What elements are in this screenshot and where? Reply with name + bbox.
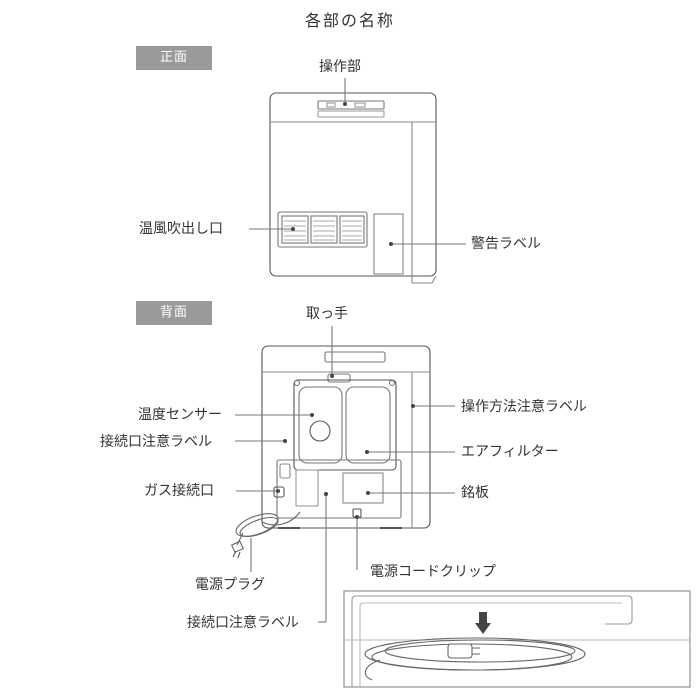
leader-dot-icon: [330, 374, 334, 378]
leader-dot-icon: [283, 439, 287, 443]
label-temperature-sensor: 温度センサー: [138, 407, 222, 423]
air-filter-shape: [293, 379, 397, 471]
power-cord-coil: [230, 511, 301, 559]
down-arrow-icon: [475, 612, 491, 634]
label-power-plug: 電源プラグ: [195, 577, 265, 593]
label-control-panel: 操作部: [319, 59, 361, 75]
leader-dot-icon: [365, 450, 369, 454]
section-tag-back: 背面: [136, 301, 212, 325]
temperature-sensor-shape: [309, 420, 331, 442]
rating-plate-shape: [342, 472, 384, 504]
page-title: 各部の名称: [304, 11, 395, 30]
back-heater-unit: [261, 345, 431, 529]
label-handle: 取っ手: [306, 306, 348, 322]
label-operation-caution-label: 操作方法注意ラベル: [461, 399, 587, 415]
front-heater-unit: [269, 92, 437, 284]
label-warning-label: 警告ラベル: [471, 236, 541, 252]
label-connection-caution-lower: 接続口注意ラベル: [187, 615, 299, 631]
leader-dot-icon: [310, 413, 314, 417]
back-leader-lines: [235, 326, 455, 623]
front-control-panel-shape: [317, 100, 385, 118]
cord-clip-detail-inset: [343, 590, 691, 688]
handle-shape: [324, 351, 386, 383]
front-leader-lines: [249, 78, 466, 245]
label-rating-plate: 銘板: [461, 485, 489, 501]
leader-dot-icon: [355, 515, 359, 519]
leader-dot-icon: [291, 227, 295, 231]
leader-dot-icon: [343, 102, 347, 106]
leader-dot-icon: [389, 242, 393, 246]
leader-dot-icon: [411, 404, 415, 408]
section-tag-front: 正面: [136, 46, 212, 70]
gas-port-shape: [273, 486, 285, 498]
label-gas-connection-port: ガス接続口: [144, 483, 214, 499]
leader-dot-icon: [366, 491, 370, 495]
leader-dot-icon: [324, 492, 328, 496]
label-connection-caution-upper: 接続口注意ラベル: [100, 434, 212, 450]
label-power-cord-clip: 電源コードクリップ: [370, 564, 496, 580]
label-warm-air-outlet: 温風吹出し口: [139, 221, 223, 237]
label-air-filter: エアフィルター: [461, 444, 559, 460]
leader-dot-icon: [276, 489, 280, 493]
